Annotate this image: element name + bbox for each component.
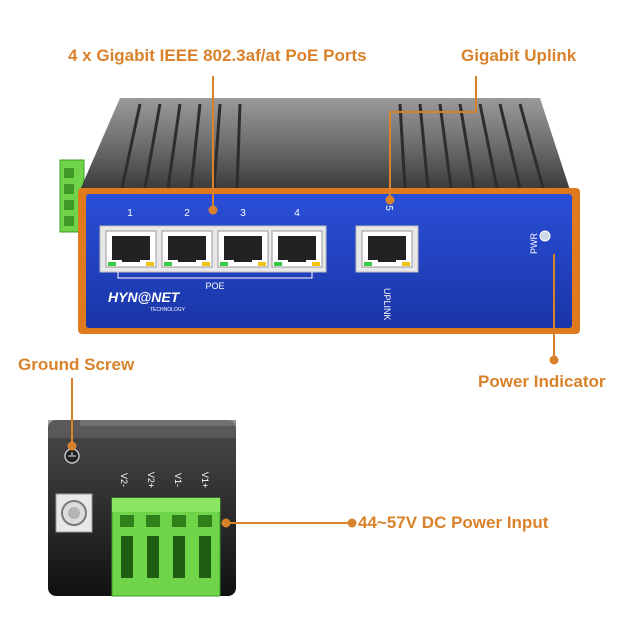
power-led-icon — [539, 230, 551, 242]
callout-gigabit-uplink: Gigabit Uplink — [461, 46, 577, 65]
leader-dc-dot-left — [221, 518, 231, 528]
uplink-label: UPLINK — [382, 288, 392, 321]
port-number-4: 4 — [294, 208, 300, 219]
rj45-port-4[interactable] — [271, 230, 323, 268]
leader-uplink — [389, 76, 477, 200]
leader-poe-dot — [208, 205, 218, 215]
leader-ground-dot — [67, 441, 77, 451]
rj45-port-1[interactable] — [105, 230, 157, 268]
callout-poe-ports: 4 x Gigabit IEEE 802.3af/at PoE Ports — [68, 46, 367, 65]
port-number-2: 2 — [184, 208, 190, 219]
port-number-1: 1 — [127, 208, 133, 219]
leader-dc-dot-right — [347, 518, 357, 528]
terminal-label-v2-minus: V2- — [119, 473, 129, 487]
dc-terminal-block — [111, 497, 221, 597]
pwr-label: PWR — [529, 233, 539, 254]
port-number-3: 3 — [240, 208, 246, 219]
terminal-label-v1-minus: V1- — [173, 473, 183, 487]
terminal-label-v2-plus: V2+ — [146, 472, 156, 488]
callout-ground-screw: Ground Screw — [18, 355, 135, 374]
rj45-port-2[interactable] — [161, 230, 213, 268]
callout-power-indicator: Power Indicator — [478, 372, 606, 391]
brand-logo: HYN@NET — [108, 289, 181, 305]
port-number-5: 5 — [383, 205, 394, 211]
leader-power-dot — [549, 355, 559, 365]
poe-label: POE — [205, 281, 224, 291]
brand-subtitle: TECHNOLOGY — [150, 307, 186, 313]
device-heatsink — [80, 98, 570, 190]
rj45-port-uplink[interactable] — [355, 225, 419, 273]
terminal-label-v1-plus: V1+ — [200, 472, 210, 488]
leader-uplink-dot — [385, 195, 395, 205]
callout-dc-power-input: 44~57V DC Power Input — [358, 513, 549, 532]
ground-screw-icon — [55, 448, 93, 533]
poe-bracket — [117, 272, 313, 279]
rj45-port-3[interactable] — [217, 230, 269, 268]
